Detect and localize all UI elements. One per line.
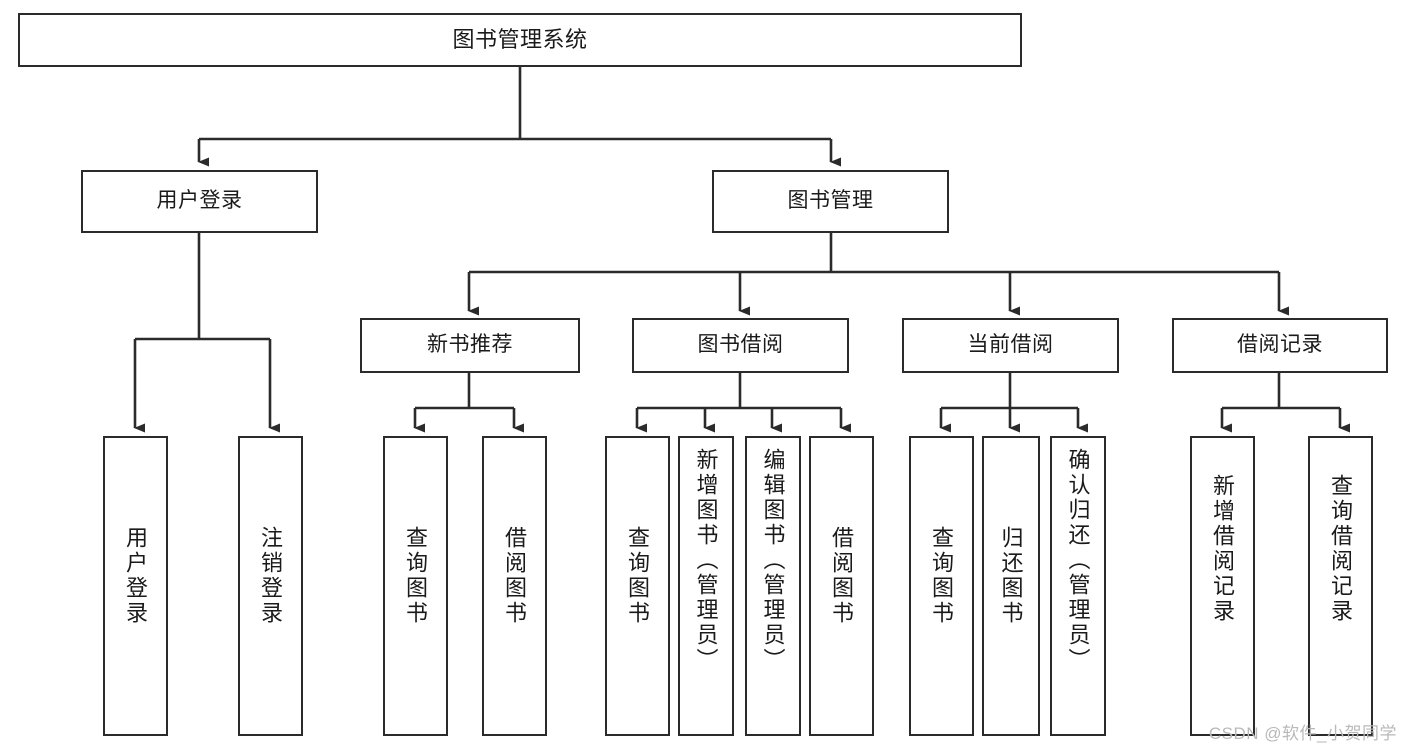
- node-user-login-label: 用户登录: [156, 189, 243, 213]
- node-leaf-confirm-return-label: 确认归还（管理员）: [1065, 448, 1091, 673]
- node-leaf-query-book-3[interactable]: 查询图书: [909, 436, 974, 736]
- node-current-borrow[interactable]: 当前借阅: [902, 318, 1119, 373]
- node-leaf-add-book-label: 新增图书（管理员）: [693, 448, 719, 673]
- node-leaf-user-login[interactable]: 用户登录: [103, 436, 168, 736]
- node-book-borrow[interactable]: 图书借阅: [632, 318, 849, 373]
- node-leaf-user-logout[interactable]: 注销登录: [238, 436, 303, 736]
- node-borrow-record[interactable]: 借阅记录: [1172, 318, 1388, 373]
- node-leaf-return-book-label: 归还图书: [998, 526, 1024, 626]
- node-borrow-record-label: 借阅记录: [1237, 333, 1323, 357]
- node-new-book-rec[interactable]: 新书推荐: [360, 318, 580, 373]
- node-leaf-add-book[interactable]: 新增图书（管理员）: [678, 436, 734, 736]
- node-book-borrow-label: 图书借阅: [697, 333, 784, 357]
- node-leaf-borrow-book-1-label: 借阅图书: [502, 526, 528, 626]
- node-user-login[interactable]: 用户登录: [81, 170, 318, 233]
- csdn-watermark: CSDN @软件_小贺同学: [1208, 724, 1397, 743]
- node-leaf-query-book-2[interactable]: 查询图书: [605, 436, 670, 736]
- node-leaf-query-book-3-label: 查询图书: [929, 526, 955, 626]
- node-leaf-query-record-label: 查询借阅记录: [1328, 474, 1354, 624]
- node-leaf-confirm-return[interactable]: 确认归还（管理员）: [1050, 436, 1106, 736]
- node-new-book-rec-label: 新书推荐: [427, 333, 513, 357]
- node-leaf-return-book[interactable]: 归还图书: [982, 436, 1040, 736]
- node-leaf-edit-book-label: 编辑图书（管理员）: [760, 448, 786, 673]
- node-book-manage[interactable]: 图书管理: [712, 170, 949, 233]
- node-leaf-edit-book[interactable]: 编辑图书（管理员）: [745, 436, 801, 736]
- node-leaf-borrow-book-2-label: 借阅图书: [829, 526, 855, 626]
- node-book-manage-label: 图书管理: [787, 189, 874, 213]
- node-leaf-query-book-1[interactable]: 查询图书: [383, 436, 448, 736]
- node-root[interactable]: 图书管理系统: [18, 13, 1022, 67]
- node-leaf-user-logout-label: 注销登录: [258, 526, 284, 626]
- node-leaf-query-book-1-label: 查询图书: [403, 526, 429, 626]
- node-leaf-borrow-book-1[interactable]: 借阅图书: [482, 436, 547, 736]
- node-root-label: 图书管理系统: [452, 27, 588, 53]
- node-leaf-add-record[interactable]: 新增借阅记录: [1190, 436, 1255, 736]
- node-leaf-user-login-label: 用户登录: [123, 526, 149, 626]
- node-leaf-add-record-label: 新增借阅记录: [1210, 474, 1236, 624]
- node-leaf-query-record[interactable]: 查询借阅记录: [1308, 436, 1373, 736]
- node-leaf-query-book-2-label: 查询图书: [625, 526, 651, 626]
- node-current-borrow-label: 当前借阅: [967, 333, 1054, 357]
- node-leaf-borrow-book-2[interactable]: 借阅图书: [809, 436, 874, 736]
